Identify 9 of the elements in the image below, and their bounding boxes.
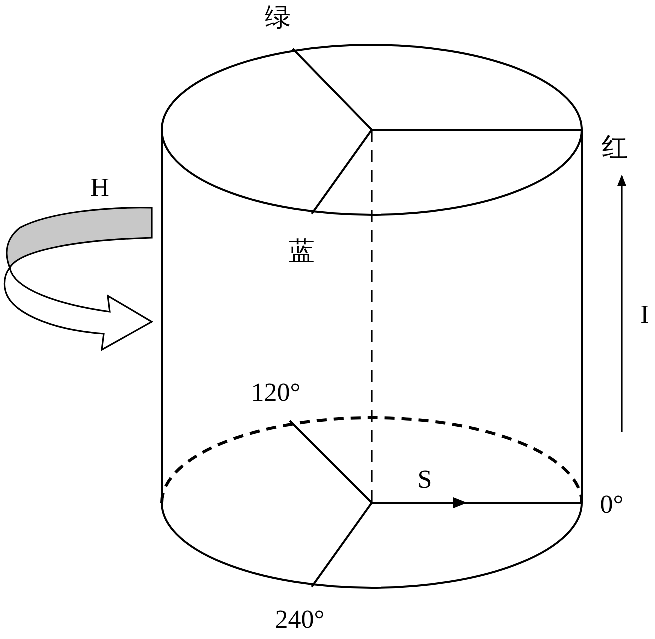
axis-label: 绿 — [265, 3, 291, 33]
axis-label: 蓝 — [289, 237, 315, 267]
axis-label: 红 — [602, 133, 628, 163]
axis-label: 120° — [251, 378, 301, 408]
axis-label: S — [418, 465, 432, 495]
axis-label: I — [640, 300, 650, 330]
axis-label: H — [90, 173, 110, 203]
axis-label: 240° — [275, 605, 325, 635]
axis-label: 0° — [600, 490, 624, 520]
